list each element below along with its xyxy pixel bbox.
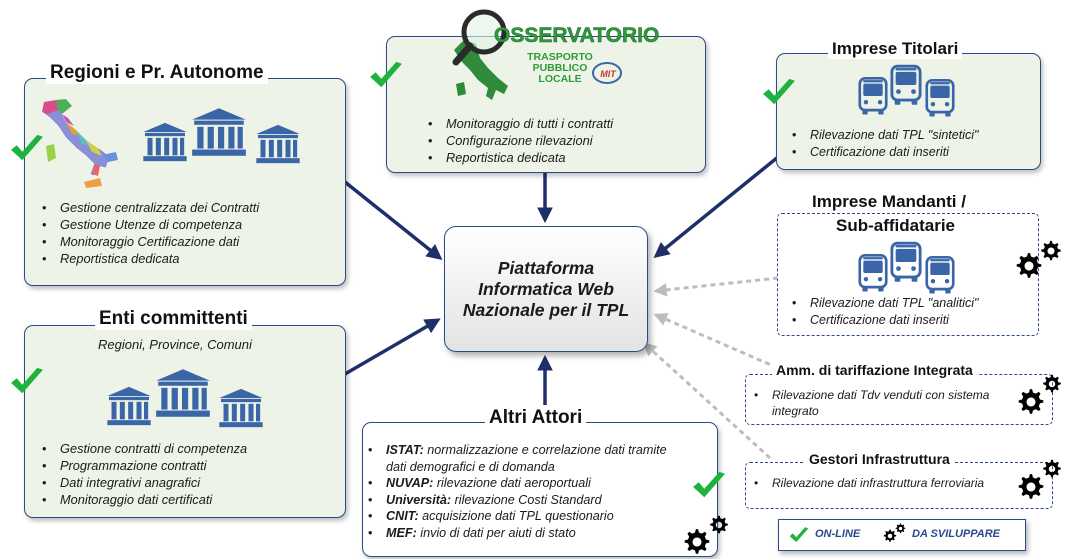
- bus-icon: [925, 255, 955, 295]
- institution-building-icon: [104, 384, 154, 428]
- enti-title: Enti committenti: [95, 308, 252, 330]
- arrow-enti: [344, 318, 441, 376]
- list-item: Gestione centralizzata dei Contratti: [40, 200, 259, 217]
- institution-building-icon: [140, 120, 190, 164]
- mit-badge-text: MIT: [600, 69, 617, 79]
- enti-list: Gestione contratti di competenza Program…: [40, 441, 247, 509]
- cnit-text: acquisizione dati TPL questionario: [422, 509, 614, 524]
- bus-icon: [890, 241, 922, 283]
- list-item: Gestione Utenze di competenza: [40, 217, 259, 234]
- arrow-amm-tariffazione: [653, 313, 779, 370]
- online-check-icon: [690, 470, 728, 500]
- universita-text: rilevazione Costi Standard: [454, 492, 602, 507]
- mef-label: MEF:: [386, 526, 417, 541]
- list-item: Configurazione rilevazioni: [426, 133, 613, 150]
- imprese-titolari-list: Rilevazione dati TPL "sintetici" Certifi…: [790, 127, 978, 160]
- gestori-title: Gestori Infrastruttura: [805, 451, 954, 468]
- list-item: Monitoraggio Certificazione dati: [40, 234, 259, 251]
- bus-icon: [890, 64, 922, 106]
- gear-icon: [1017, 388, 1045, 416]
- list-item: Gestione contratti di competenza: [40, 441, 247, 458]
- altri-attori-list: ISTAT: normalizzazione e correlazione da…: [366, 442, 686, 542]
- gestori-list: Rilevazione dati infrastruttura ferrovia…: [752, 476, 992, 492]
- online-check-icon: [8, 133, 46, 163]
- legend-da-sviluppare-label: DA SVILUPPARE: [912, 528, 1001, 540]
- osservatorio-logo-subtitle-1: TRASPORTO: [527, 51, 593, 63]
- enti-subtitle: Regioni, Province, Comuni: [98, 337, 252, 352]
- legend-online-label: ON-LINE: [815, 528, 861, 540]
- imprese-mandanti-list: Rilevazione dati TPL "analitici" Certifi…: [790, 295, 978, 328]
- list-item: Rilevazione dati TPL "analitici": [790, 295, 978, 312]
- list-item: ISTAT: normalizzazione e correlazione da…: [366, 442, 686, 475]
- list-item: Certificazione dati inseriti: [790, 312, 978, 329]
- online-check-icon: [760, 77, 798, 107]
- nuvap-text: rilevazione dati aeroportuali: [436, 476, 591, 491]
- bus-icon: [858, 76, 888, 116]
- regioni-list: Gestione centralizzata dei Contratti Ges…: [40, 200, 259, 268]
- altri-attori-title: Altri Attori: [485, 407, 587, 429]
- gear-icon: [709, 515, 729, 535]
- arrow-gestori: [643, 342, 772, 460]
- osservatorio-list: Monitoraggio di tutti i contratti Config…: [426, 116, 613, 167]
- institution-building-icon: [152, 364, 214, 422]
- arrow-imprese-titolari: [653, 155, 780, 258]
- gear-icon: [1040, 240, 1062, 262]
- gear-icon: [1042, 374, 1062, 394]
- institution-building-icon: [188, 103, 250, 161]
- istat-text: normalizzazione e correlazione dati tram…: [386, 443, 667, 474]
- legend: [778, 519, 1026, 551]
- list-item: Università: rilevazione Costi Standard: [366, 492, 686, 509]
- list-item: Programmazione contratti: [40, 458, 247, 475]
- list-item: MEF: invio di dati per aiuti di stato: [366, 525, 686, 542]
- list-item: Rilevazione dati infrastruttura ferrovia…: [752, 476, 992, 492]
- gear-icon: [683, 528, 711, 556]
- nuvap-label: NUVAP:: [386, 476, 434, 491]
- italy-regions-map-icon: [41, 98, 119, 188]
- list-item: Monitoraggio dati certificati: [40, 492, 247, 509]
- amm-tariffazione-list: Rilevazione dati Tdv venduti con sistema…: [752, 388, 1002, 420]
- universita-label: Università:: [386, 492, 452, 507]
- arrow-regioni: [343, 180, 443, 260]
- imprese-mandanti-title-line2: Sub-affidatarie: [836, 216, 956, 235]
- imprese-mandanti-title-line1: Imprese Mandanti /: [808, 192, 970, 212]
- list-item: Rilevazione dati Tdv venduti con sistema…: [752, 388, 1002, 420]
- amm-tariffazione-title: Amm. di tariffazione Integrata: [772, 362, 977, 379]
- istat-label: ISTAT:: [386, 443, 424, 457]
- list-item: NUVAP: rilevazione dati aeroportuali: [366, 475, 686, 492]
- gear-icon: [1042, 459, 1062, 479]
- osservatorio-logo-subtitle-3: LOCALE: [538, 73, 581, 85]
- institution-building-icon: [216, 386, 266, 430]
- list-item: Monitoraggio di tutti i contratti: [426, 116, 613, 133]
- online-check-icon: [8, 366, 46, 396]
- osservatorio-logo-subtitle-2: PUBBLICO: [533, 62, 588, 74]
- cnit-label: CNIT:: [386, 509, 419, 524]
- arrow-imprese-mandanti: [653, 276, 779, 297]
- regioni-title: Regioni e Pr. Autonome: [46, 62, 268, 84]
- list-item: Reportistica dedicata: [426, 150, 613, 167]
- gear-icon: [1017, 473, 1045, 501]
- list-item: Rilevazione dati TPL "sintetici": [790, 127, 978, 144]
- gear-icon: [1015, 252, 1043, 280]
- osservatorio-logo: OSSERVATORIO TRASPORTO PUBBLICO LOCALE M…: [452, 9, 660, 100]
- online-check-icon: [788, 526, 810, 544]
- bus-icon: [858, 253, 888, 293]
- osservatorio-logo-title: OSSERVATORIO: [494, 24, 659, 47]
- central-platform-label: Piattaforma Informatica Web Nazionale pe…: [462, 257, 630, 320]
- list-item: CNIT: acquisizione dati TPL questionario: [366, 508, 686, 525]
- central-platform-box: Piattaforma Informatica Web Nazionale pe…: [444, 226, 648, 352]
- list-item: Dati integrativi anagrafici: [40, 475, 247, 492]
- gear-icon: [895, 523, 906, 534]
- imprese-titolari-title: Imprese Titolari: [828, 39, 963, 59]
- list-item: Certificazione dati inseriti: [790, 144, 978, 161]
- bus-icon: [925, 78, 955, 118]
- list-item: Reportistica dedicata: [40, 251, 259, 268]
- online-check-icon: [367, 60, 405, 90]
- mef-text: invio di dati per aiuti di stato: [420, 526, 576, 541]
- institution-building-icon: [253, 122, 303, 166]
